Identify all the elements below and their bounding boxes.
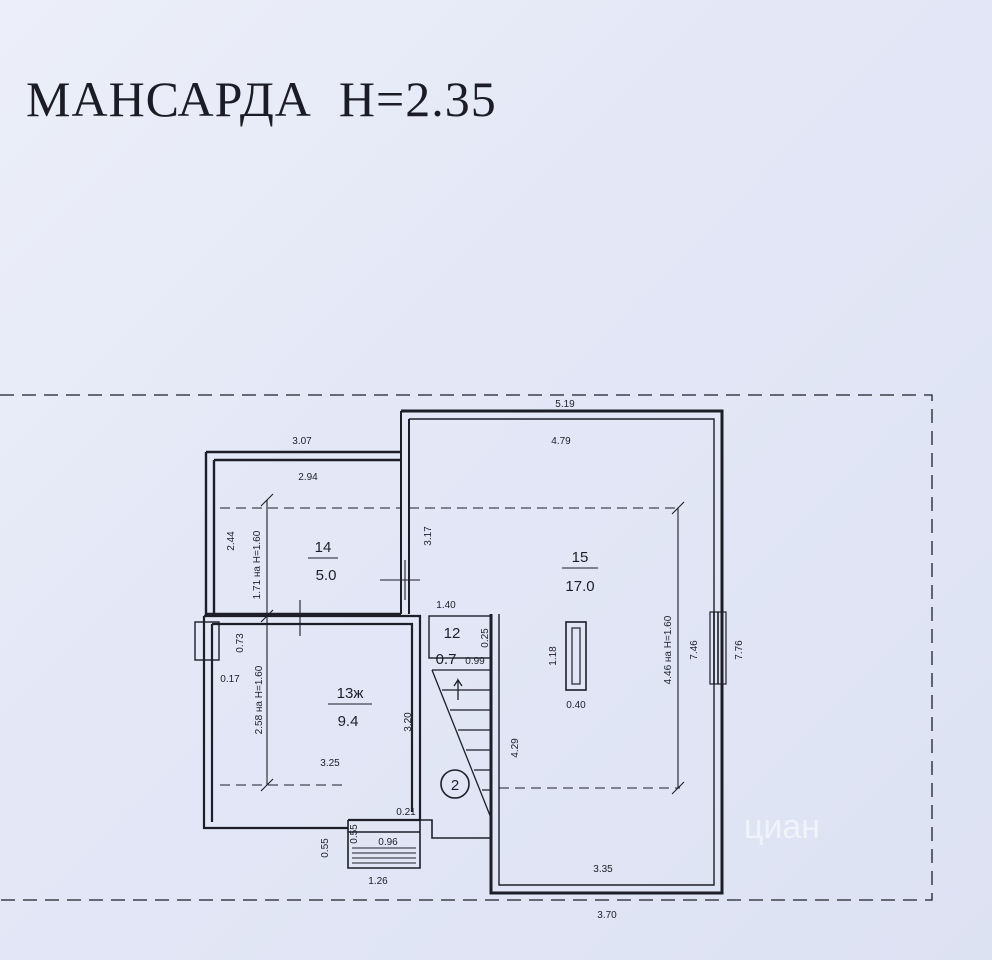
dim-140: 1.40 [436, 600, 456, 611]
room-15-number: 15 [572, 549, 589, 566]
dim-317: 3.17 [423, 526, 434, 546]
dim-429: 4.29 [510, 738, 521, 758]
dim-325: 3.25 [320, 758, 340, 769]
outer-boundary-dashed [0, 394, 933, 901]
dim-073: 0.73 [235, 633, 246, 653]
room-13-area: 9.4 [338, 713, 359, 730]
dim-021: 0.21 [396, 807, 416, 818]
dim-overall-top: 5.19 [555, 399, 575, 410]
page-title: МАНСАРДА Н=2.35 [26, 71, 497, 127]
room-14-area: 5.0 [316, 567, 337, 584]
room-12-area: 0.7 [436, 651, 457, 668]
stair-mark-circle [440, 769, 470, 799]
dim-258: 2.58 на Н=1.60 [254, 665, 265, 734]
dim-126: 1.26 [368, 876, 388, 887]
dim-055a: 0.55 [320, 838, 331, 858]
dim-017: 0.17 [220, 674, 240, 685]
stair-mark: 2 [451, 777, 459, 794]
dim-776: 7.76 [734, 640, 745, 660]
dim-room15-top: 4.79 [551, 436, 571, 447]
chimney [194, 621, 220, 661]
watermark: циан [744, 808, 820, 846]
chimney-room15 [565, 621, 587, 691]
dim-244: 2.44 [226, 531, 237, 551]
dim-746: 7.46 [689, 640, 700, 660]
room-14-walls [204, 450, 401, 616]
dim-320: 3.20 [403, 712, 414, 732]
dim-025: 0.25 [480, 628, 491, 648]
stair [431, 669, 492, 819]
dim-335: 3.35 [593, 864, 613, 875]
dim-055b: 0.55 [349, 824, 360, 844]
dim-118: 1.18 [548, 646, 559, 666]
dim-446: 4.46 на Н=1.60 [663, 615, 674, 684]
dim-040: 0.40 [566, 700, 586, 711]
room-12-box [428, 615, 492, 659]
room-15-area: 17.0 [565, 578, 594, 595]
room-12-number: 12 [444, 625, 461, 642]
dim-096: 0.96 [378, 837, 398, 848]
dim-top-left-outer: 3.07 [292, 436, 312, 447]
room-14-number: 14 [315, 539, 332, 556]
dim-top-left-inner: 2.94 [298, 472, 318, 483]
dim-370: 3.70 [597, 910, 617, 921]
room-13-number: 13ж [337, 685, 364, 702]
dim-171: 1.71 на Н=1.60 [252, 530, 263, 599]
room-15-walls [401, 409, 724, 895]
room-13-walls [202, 614, 422, 830]
dim-099: 0.99 [465, 656, 485, 667]
